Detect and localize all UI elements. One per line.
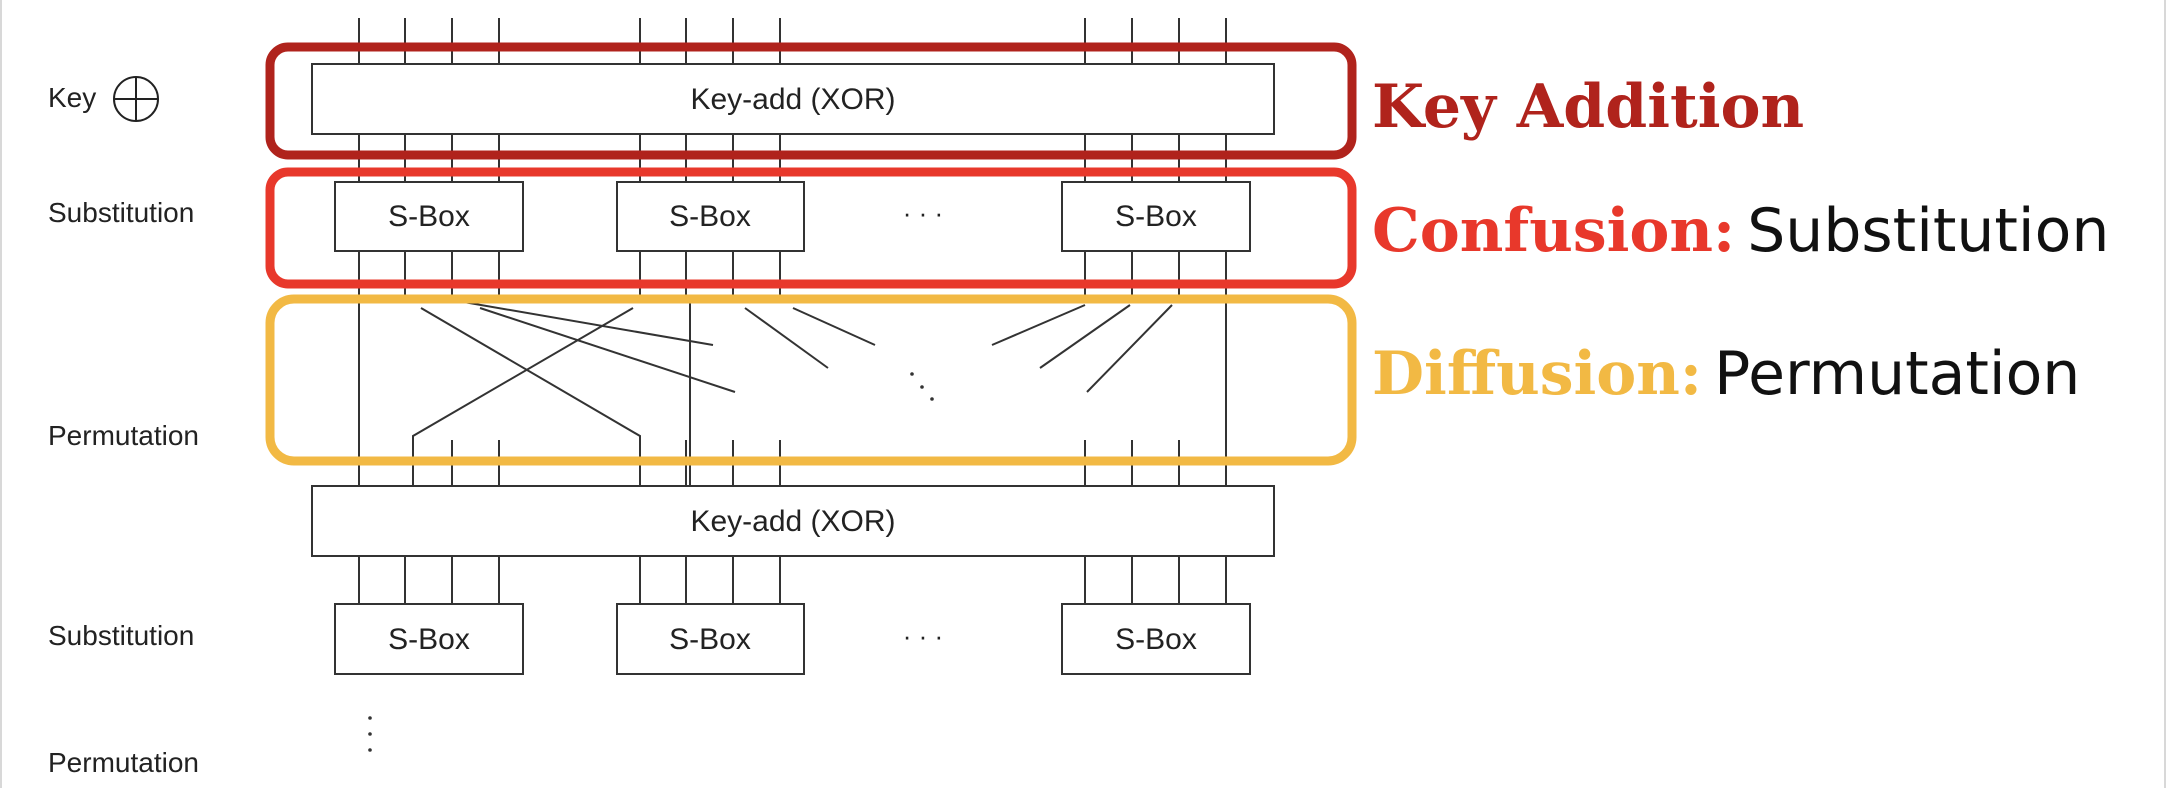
permutation-ellipsis <box>910 372 934 401</box>
sbox-1-2: S-Box <box>616 181 805 252</box>
row-label-substitution-2: Substitution <box>48 620 194 651</box>
confusion-annotation: Confusion:Substitution <box>1372 196 2109 266</box>
row-label-permutation-2: Permutation <box>48 747 199 778</box>
svg-text:S-Box: S-Box <box>1115 623 1197 656</box>
svg-text:Key-add (XOR): Key-add (XOR) <box>690 83 895 116</box>
key-addition-title: Key Addition <box>1372 72 1804 142</box>
row-label-permutation-1: Permutation <box>48 420 199 451</box>
sbox-ellipsis-1: · · · <box>903 198 943 228</box>
svg-text:S-Box: S-Box <box>388 200 470 233</box>
diffusion-highlight <box>265 294 1357 466</box>
diffusion-desc: Permutation <box>1714 339 2080 409</box>
key-addition-highlight <box>265 42 1357 160</box>
svg-text:S-Box: S-Box <box>388 623 470 656</box>
diffusion-annotation: Diffusion:Permutation <box>1372 339 2080 409</box>
sbox-2-1: S-Box <box>334 603 524 675</box>
confusion-highlight <box>265 167 1357 289</box>
svg-text:S-Box: S-Box <box>1115 200 1197 233</box>
sbox-1-1: S-Box <box>334 181 524 252</box>
sbox-ellipsis-2: · · · <box>903 621 943 651</box>
confusion-desc: Substitution <box>1747 196 2109 266</box>
confusion-title: Confusion: <box>1372 196 1735 266</box>
key-add-box-2: Key-add (XOR) <box>311 485 1275 557</box>
svg-text:Key-add (XOR): Key-add (XOR) <box>690 505 895 538</box>
xor-icon <box>113 76 159 122</box>
svg-text:S-Box: S-Box <box>669 623 751 656</box>
sbox-2-2: S-Box <box>616 603 805 675</box>
diffusion-title: Diffusion: <box>1372 339 1702 409</box>
sbox-2-3: S-Box <box>1061 603 1251 675</box>
vertical-ellipsis <box>368 716 372 752</box>
svg-text:S-Box: S-Box <box>669 200 751 233</box>
key-add-box-1: Key-add (XOR) <box>311 63 1275 135</box>
row-label-substitution-1: Substitution <box>48 197 194 228</box>
row-label-key: Key <box>48 82 96 113</box>
sbox-1-3: S-Box <box>1061 181 1251 252</box>
